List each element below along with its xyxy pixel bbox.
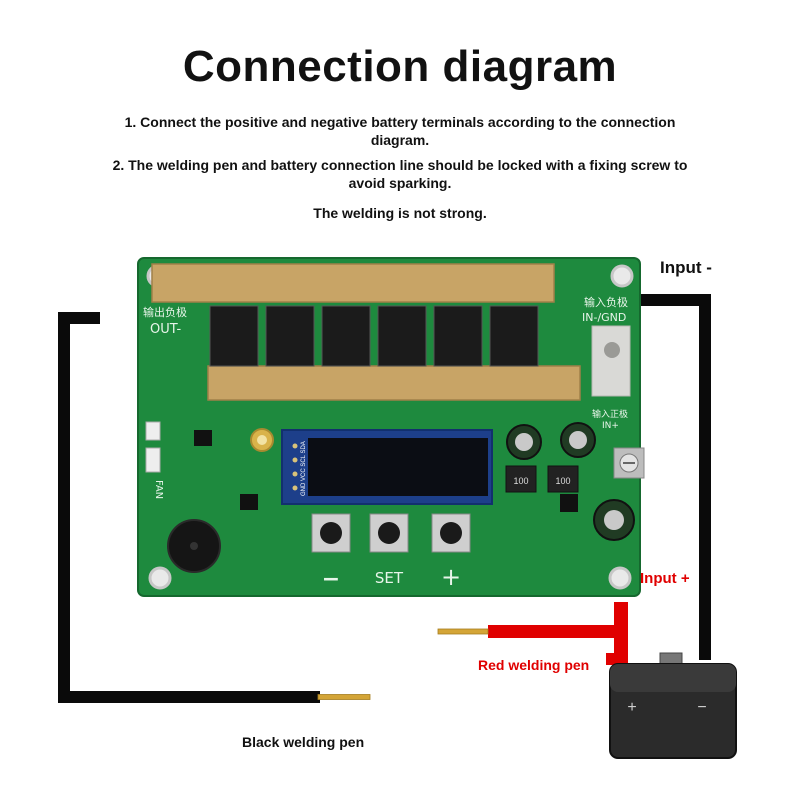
in-gnd-pad: [591, 325, 631, 397]
plus-button[interactable]: [431, 513, 471, 553]
input-plus-label: Input +: [640, 570, 690, 587]
input-minus-wire: [622, 294, 711, 660]
mount-hole-top-right: [610, 264, 634, 288]
inductor: 100: [505, 465, 537, 493]
instruction-2: 2. The welding pen and battery connectio…: [112, 157, 688, 191]
in-pos-cn-label: 输入正极: [592, 408, 628, 420]
page-title: Connection diagram: [182, 42, 618, 91]
red-welding-pen-label: Red welding pen: [478, 657, 590, 673]
svg-text:100: 100: [513, 476, 528, 486]
instruction-1: 1. Connect the positive and negative bat…: [124, 114, 676, 148]
red-welding-pen: [488, 625, 626, 638]
black-welding-pen-tip: [317, 694, 371, 700]
black-wire: [58, 312, 320, 703]
out-cn-label: 输出负极: [143, 305, 187, 319]
ic-chip: [240, 494, 258, 510]
black-welding-pen-label: Black welding pen: [242, 734, 365, 750]
oled-screen: [308, 438, 488, 496]
red-welding-pen-tip: [437, 628, 489, 635]
pcb-board: 输出负极 OUT- 输入负极 IN-/GND 输入正极 IN+ FAN GND …: [137, 257, 645, 597]
set-button-label: SET: [375, 569, 404, 587]
in-pos-en-label: IN+: [602, 421, 619, 431]
fan-connector: [145, 421, 161, 441]
minus-button[interactable]: [311, 513, 351, 553]
svg-text:100: 100: [555, 476, 570, 486]
instruction-3: The welding is not strong.: [313, 205, 487, 221]
copper-bar-out: [151, 263, 555, 303]
oled-pin-labels: GND VCC SCL SDA: [301, 441, 307, 496]
red-wire: [614, 602, 628, 664]
mount-hole-bottom-left: [148, 566, 172, 590]
capacitor: [506, 424, 542, 460]
ic-chip: [194, 430, 212, 446]
capacitor: [593, 499, 635, 541]
in-neg-cn-label: 输入负极: [584, 295, 628, 309]
minus-button-label: −: [322, 567, 340, 592]
in-neg-en-label: IN-/GND: [582, 311, 626, 324]
fan-label: FAN: [153, 480, 164, 499]
battery: + −: [606, 652, 737, 759]
mount-hole-bottom-right: [608, 566, 632, 590]
battery-minus-terminal: −: [697, 699, 706, 716]
input-minus-label: Input -: [660, 258, 712, 277]
out-en-label: OUT-: [150, 322, 181, 337]
input-plus-screw: [613, 447, 645, 479]
ic-chip: [560, 494, 578, 512]
inductor: 100: [547, 465, 579, 493]
capacitor: [560, 422, 596, 458]
battery-plus-terminal: +: [627, 699, 636, 716]
mosfet-array: [209, 305, 539, 367]
copper-bar-in: [207, 365, 581, 401]
set-button[interactable]: [369, 513, 409, 553]
plus-button-label: +: [441, 563, 461, 591]
